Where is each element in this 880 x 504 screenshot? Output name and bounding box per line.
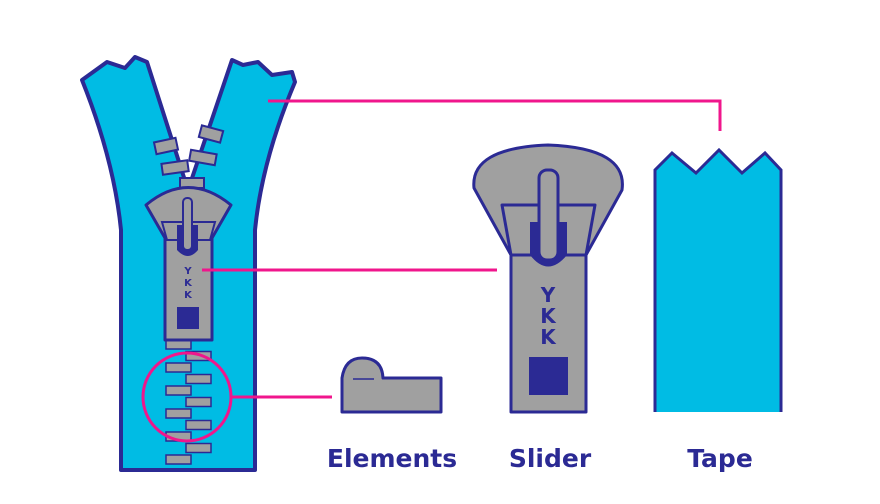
zipper-element <box>165 362 192 373</box>
callout-lines <box>141 99 722 443</box>
tape-detail <box>653 147 783 412</box>
tape-callout-line <box>268 99 722 131</box>
slider-detail: Y K K <box>472 143 624 414</box>
element-detail <box>340 356 443 414</box>
zipper-slider: Y K K <box>144 186 233 342</box>
slider-label: Slider <box>509 444 592 473</box>
zipper-element <box>185 396 212 408</box>
tape-label: Tape <box>687 444 753 473</box>
zipper-element <box>185 350 212 362</box>
ykk-letter: Y <box>183 266 192 277</box>
ykk-letter: Y <box>540 283 556 307</box>
upper-teeth <box>152 124 225 189</box>
zipper-elements-column <box>165 339 212 465</box>
zipper-element <box>185 373 212 385</box>
ykk-letter: K <box>184 290 193 301</box>
zipper-element <box>165 454 192 465</box>
ykk-letter: K <box>184 278 193 289</box>
ykk-letter: K <box>540 325 557 349</box>
ykk-letter: K <box>540 304 557 328</box>
zipper-element <box>165 408 192 419</box>
zipper-element <box>185 442 212 454</box>
zipper-element <box>185 419 212 431</box>
elements-label: Elements <box>327 444 457 473</box>
zipper-element <box>165 385 192 396</box>
